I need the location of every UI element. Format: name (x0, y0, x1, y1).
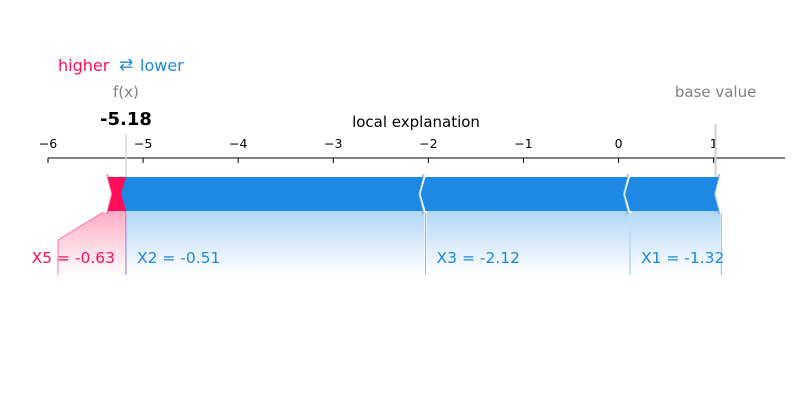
feature-separator-outline (106, 173, 114, 215)
feature-labels: X5 = -0.63 X2 = -0.51 X3 = -2.12 X1 = -1.32 (32, 249, 725, 267)
output-value: -5.18 (100, 109, 152, 130)
x-tick-label: −6 (39, 136, 57, 151)
x-tick-label: −2 (419, 136, 437, 151)
feature-bars (103, 173, 724, 215)
x-tick-label: −4 (229, 136, 247, 151)
x-tick-label: −5 (134, 136, 152, 151)
legend-arrow-icon: ⇄ (119, 55, 133, 75)
x-tick-label: 0 (615, 136, 623, 151)
feature-label-x2: X2 = -0.51 (137, 249, 220, 267)
feature-bar-x2 (120, 177, 426, 211)
output-label: f(x) (113, 83, 139, 101)
base-value-label: base value (675, 83, 757, 101)
x-tick-label: −3 (324, 136, 342, 151)
feature-shade-x1 (630, 211, 721, 275)
feature-separator (103, 174, 113, 214)
feature-separator-outline (713, 173, 721, 215)
x-axis-ticks: −6 −5 −4 −3 −2 −1 0 1 (39, 136, 718, 163)
feature-label-x5: X5 = -0.63 (32, 249, 115, 267)
feature-separator-outline (417, 173, 425, 215)
feature-shade-x5 (58, 211, 126, 275)
chart-title: local explanation (352, 113, 480, 131)
feature-shade-x3 (426, 211, 629, 275)
legend-higher: higher (58, 56, 110, 75)
feature-separator-outline (621, 173, 629, 215)
x-tick-label: −1 (514, 136, 532, 151)
feature-bar-x1 (624, 177, 722, 211)
feature-shade-x2 (126, 211, 425, 275)
feature-label-x3: X3 = -2.12 (437, 249, 520, 267)
feature-bar-x3 (420, 177, 630, 211)
x-tick-label: 1 (710, 136, 718, 151)
feature-label-x1: X1 = -1.32 (641, 249, 724, 267)
feature-separator (714, 174, 724, 214)
feature-shades (57, 210, 722, 275)
legend-lower: lower (140, 56, 184, 75)
